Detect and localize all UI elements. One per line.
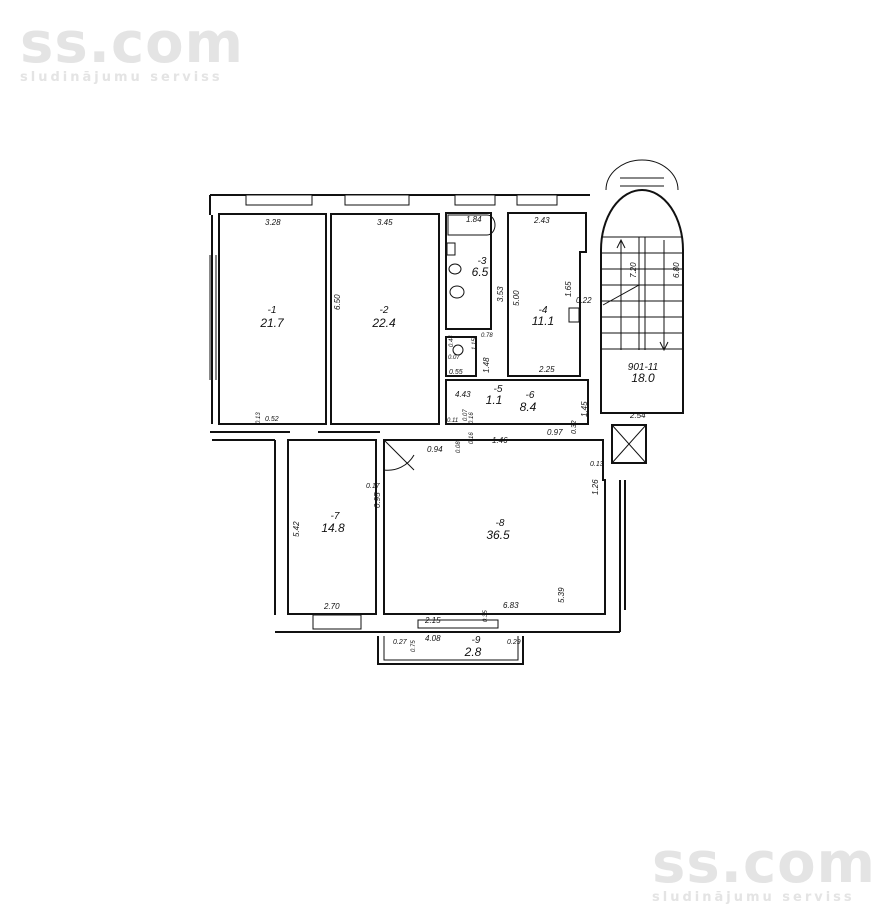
wc-toilet-icon <box>452 344 464 356</box>
room-4-outline <box>507 212 587 377</box>
dimension-label: 1.45 <box>580 401 589 417</box>
dimension-label: 0.35 <box>483 610 489 622</box>
room-number: 901-11 <box>628 362 658 373</box>
dimension-label: 0.27 <box>393 639 408 646</box>
watermark-logo: ss.com <box>20 11 244 76</box>
dimension-label: 6.83 <box>503 601 519 610</box>
dimension-label: 5.00 <box>512 290 521 306</box>
dimension-label: 0.17 <box>366 483 381 490</box>
dimension-label: 2.54 <box>629 411 646 420</box>
dimension-label: 4.08 <box>425 634 441 643</box>
room-5-outline <box>445 336 477 377</box>
bathtub-icon <box>447 214 496 236</box>
room-area: 11.1 <box>532 314 554 328</box>
dimension-label: 0.52 <box>265 416 279 423</box>
door-swing-icon <box>383 439 415 471</box>
walls <box>209 189 684 665</box>
room-number: -9 <box>472 635 481 646</box>
room-area: 2.8 <box>464 645 482 659</box>
dimension-label: 0.16 <box>469 432 475 444</box>
dimension-label: 2.70 <box>323 602 340 611</box>
dimension-label: 2.43 <box>533 216 550 225</box>
dimension-label: 0.75 <box>411 640 417 652</box>
room-8-outline <box>383 439 606 615</box>
room-2-outline <box>330 213 440 425</box>
dimension-label: 5.42 <box>292 521 301 537</box>
dimension-label: 0.78 <box>481 333 493 339</box>
dimension-label: 0.97 <box>547 428 563 437</box>
dimension-label: 0.55 <box>449 369 463 376</box>
dimension-label: 0.07 <box>448 355 460 361</box>
dimension-label: 2.15 <box>424 616 441 625</box>
dimension-label: 3.53 <box>496 286 505 302</box>
dimension-label: 0.29 <box>507 639 521 646</box>
room-number: -6 <box>526 390 535 401</box>
dimension-label: 1.65 <box>564 281 573 297</box>
room-7-outline <box>287 439 377 615</box>
room-area: 1.1 <box>486 393 503 407</box>
watermark-tagline: sludinājumu serviss <box>20 70 223 85</box>
room-number: -1 <box>268 305 277 316</box>
watermark-top-left: ss.com sludinājumu serviss <box>20 11 244 86</box>
room-area: 22.4 <box>371 316 396 330</box>
room-1-outline <box>218 213 327 425</box>
dimension-label: 0.95 <box>373 492 382 508</box>
room-area: 14.8 <box>321 521 345 535</box>
watermark-logo: ss.com <box>652 831 876 896</box>
room-area: 21.7 <box>259 316 285 330</box>
dimension-label: 2.25 <box>538 365 555 374</box>
dimension-label: 0.44 <box>449 335 455 347</box>
watermark-tagline: sludinājumu serviss <box>652 890 855 905</box>
elevator-shaft <box>611 424 647 464</box>
room-area: 18.0 <box>631 371 655 385</box>
dimension-label: 0.32 <box>571 420 578 434</box>
dimension-label: 3.28 <box>265 218 281 227</box>
bidet-icon <box>448 263 462 275</box>
dimension-label: 0.22 <box>576 296 592 305</box>
dimension-label: 6.50 <box>333 294 342 310</box>
room-number: -5 <box>494 384 503 395</box>
room-6-outline <box>445 379 589 425</box>
dimension-label: 1.84 <box>466 215 482 224</box>
dimension-label: 0.08 <box>456 441 462 453</box>
dimension-label: 5.39 <box>557 587 566 603</box>
dimension-label: 0.16 <box>469 412 475 424</box>
room-number: -7 <box>331 511 340 522</box>
dimension-label: 0.07 <box>463 409 469 421</box>
room-area: 36.5 <box>486 528 510 542</box>
dimension-label: 3.45 <box>377 218 393 227</box>
dimension-labels: 3.28 3.45 1.84 2.43 6.50 3.53 5.00 1.65 … <box>256 215 681 652</box>
dimension-label: 0.94 <box>427 445 443 454</box>
heater-icon <box>568 307 580 323</box>
room-labels: -1 21.7 -2 22.4 -3 6.5 -4 11.1 -5 1.1 -6… <box>259 256 658 659</box>
room-number: -4 <box>539 305 548 316</box>
staircase-outline <box>600 189 684 414</box>
sink-icon <box>446 242 456 256</box>
bathroom-fixtures <box>446 214 580 356</box>
dimension-label: 6.80 <box>672 262 681 278</box>
dimension-label: 1.15 <box>472 338 478 350</box>
dimension-label: 4.43 <box>455 390 471 399</box>
staircase <box>601 159 683 352</box>
dimension-label: 0.13 <box>256 412 262 424</box>
dimension-label: 1.46 <box>492 436 508 445</box>
dimension-label: 1.48 <box>482 357 491 373</box>
room-area: 8.4 <box>520 400 537 414</box>
dimension-label: 7.20 <box>629 262 638 278</box>
windows <box>209 194 558 630</box>
dimension-label: 0.11 <box>447 418 458 424</box>
room-number: -8 <box>496 518 505 529</box>
toilet-icon <box>449 285 465 299</box>
room-number: -3 <box>478 256 487 267</box>
watermark-bottom-right: ss.com sludinājumu serviss <box>652 831 876 906</box>
room-area: 6.5 <box>472 265 489 279</box>
room-number: -2 <box>380 305 389 316</box>
dimension-label: 0.13 <box>590 461 604 468</box>
dimension-label: 1.26 <box>591 479 600 495</box>
balcony-outline <box>377 636 524 665</box>
room-3-outline <box>445 212 492 330</box>
